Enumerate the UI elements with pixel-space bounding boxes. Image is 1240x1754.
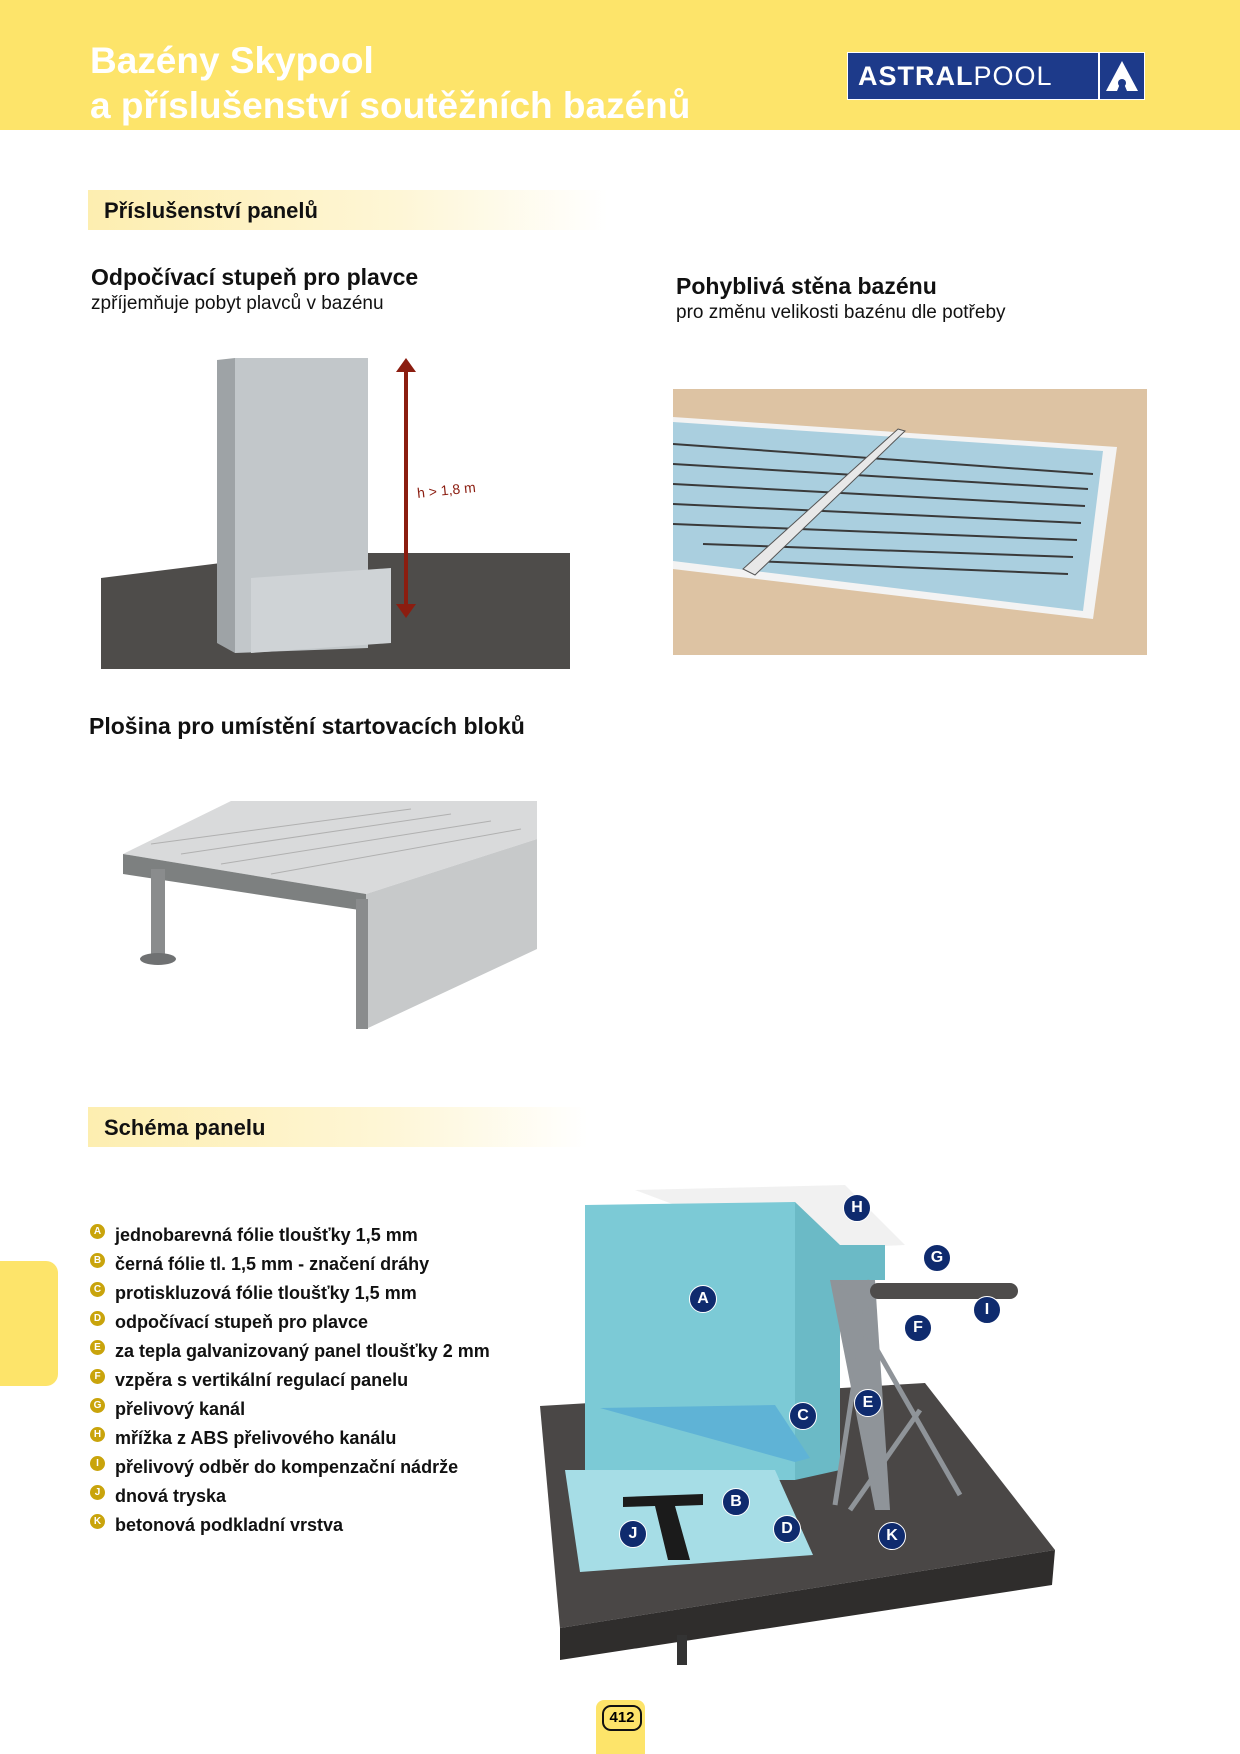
legend-text: přelivový kanál [115, 1399, 246, 1419]
diagram-label-j: J [619, 1520, 647, 1548]
legend-bullet-icon: I [90, 1456, 105, 1471]
page-title-line1: Bazény Skypool [90, 40, 374, 81]
legend-bullet-icon: D [90, 1311, 105, 1326]
legend-bullet-icon: C [90, 1282, 105, 1297]
legend-bullet-icon: B [90, 1253, 105, 1268]
diagram-label-e: E [854, 1389, 882, 1417]
panel-scheme-diagram: H G A I F E C B J D K [540, 1180, 1140, 1700]
legend-bullet-icon: F [90, 1369, 105, 1384]
section-title: Schéma panelu [104, 1115, 266, 1140]
legend-bullet-icon: E [90, 1340, 105, 1355]
item-subtitle-rest-step: zpříjemňuje pobyt plavců v bazénu [91, 293, 384, 314]
legend-text: dnová tryska [115, 1486, 227, 1506]
legend-text: jednobarevná fólie tloušťky 1,5 mm [115, 1225, 418, 1245]
diagram-label-k: K [878, 1522, 906, 1550]
item-title-rest-step: Odpočívací stupeň pro plavce [91, 264, 419, 290]
diagram-label-c: C [789, 1402, 817, 1430]
section-header-panel-scheme: Schéma panelu [88, 1107, 588, 1147]
diagram-label-h: H [843, 1194, 871, 1222]
movable-wall-image [672, 389, 1147, 655]
logo-text-light: POOL [973, 60, 1053, 91]
legend-bullet-icon: G [90, 1398, 105, 1413]
diagram-label-d: D [773, 1515, 801, 1543]
item-title-platform: Plošina pro umístění startovacích bloků [89, 713, 525, 739]
header-band: Bazény Skypool a příslušenství soutěžníc… [0, 0, 1240, 130]
item-title-movable-wall: Pohyblivá stěna bazénu [676, 273, 937, 299]
side-tab-marker [0, 1261, 58, 1386]
page-number: 412 [602, 1705, 642, 1731]
logo-triangle-icon [1098, 53, 1144, 99]
legend-bullet-icon: J [90, 1485, 105, 1500]
legend-text: černá fólie tl. 1,5 mm - značení dráhy [115, 1254, 430, 1274]
page-title-line2: a příslušenství soutěžních bazénů [90, 85, 691, 126]
section-header-accessories: Příslušenství panelů [88, 190, 608, 230]
legend-bullet-icon: A [90, 1224, 105, 1239]
rest-step-image: h > 1,8 m [101, 358, 570, 669]
diagram-label-a: A [689, 1285, 717, 1313]
section-title: Příslušenství panelů [104, 198, 318, 223]
legend-text: vzpěra s vertikální regulací panelu [115, 1370, 409, 1390]
diagram-label-g: G [923, 1244, 951, 1272]
legend-text: za tepla galvanizovaný panel tloušťky 2 … [115, 1341, 490, 1361]
logo-text-bold: ASTRAL [858, 60, 974, 91]
legend-text: mřížka z ABS přelivového kanálu [115, 1428, 397, 1448]
diagram-label-f: F [904, 1314, 932, 1342]
legend-text: protiskluzová fólie tloušťky 1,5 mm [115, 1283, 417, 1303]
legend-text: odpočívací stupeň pro plavce [115, 1312, 369, 1332]
item-subtitle-movable-wall: pro změnu velikosti bazénu dle potřeby [676, 302, 1006, 323]
legend-bullet-icon: K [90, 1514, 105, 1529]
diagram-label-b: B [722, 1488, 750, 1516]
starting-platform-image [121, 799, 537, 1037]
legend-bullet-icon: H [90, 1427, 105, 1442]
legend-text: přelivový odběr do kompenzační nádrže [115, 1457, 459, 1477]
diagram-label-i: I [973, 1296, 1001, 1324]
legend-text: betonová podkladní vrstva [115, 1515, 344, 1535]
